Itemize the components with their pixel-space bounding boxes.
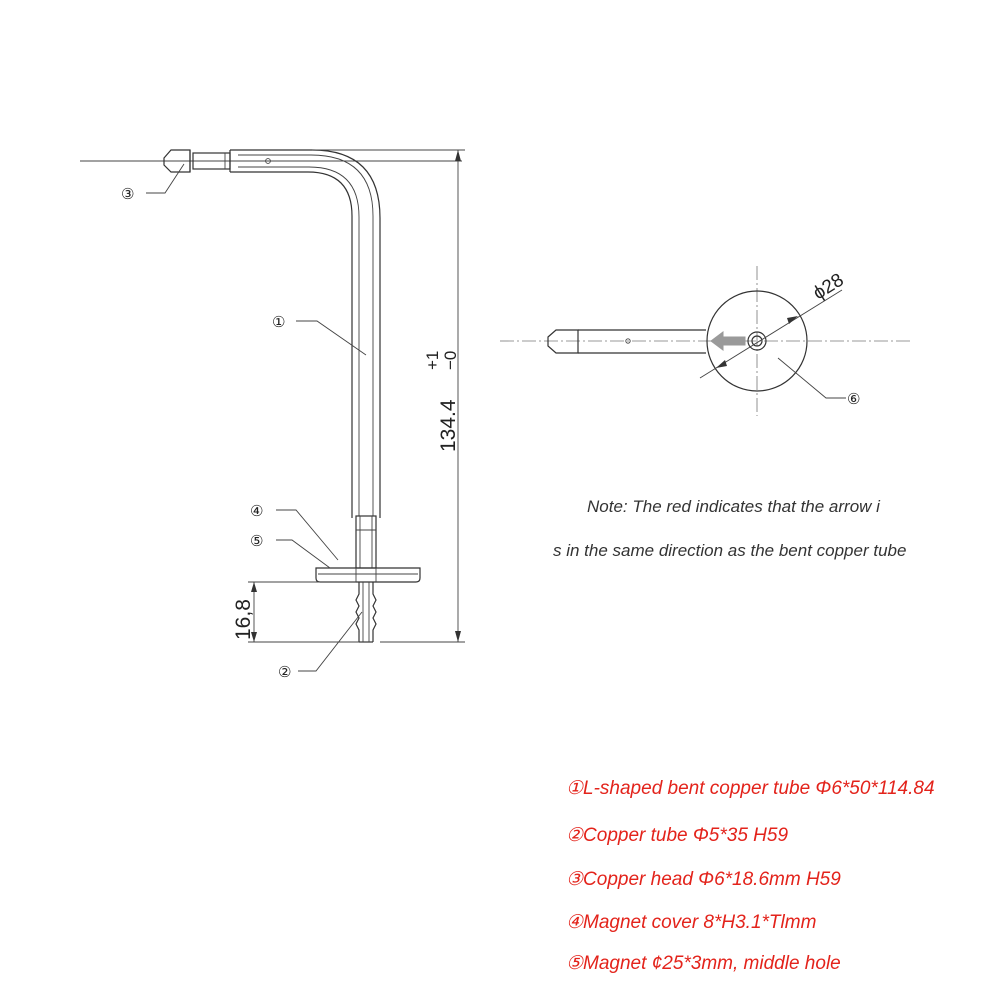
leader-5 [276,539,331,569]
leader-2 [298,611,363,672]
diameter-value: ϕ28 [810,270,848,305]
height-tolerance-plus: +1 [423,351,442,370]
legend-item-3: ③Copper head Φ6*18.6mm H59 [566,869,841,890]
leader-4 [276,509,339,561]
callout-3: ③ [121,185,134,203]
copper-head [163,149,231,173]
height-value: 134.4 [437,399,460,452]
top-view-tube [547,329,706,354]
callout-2: ② [278,663,291,681]
side-view: 134.4 +1 −0 16,8 ③ ① ④ ⑤ ② [80,149,465,681]
magnet-disc [315,567,421,583]
callout-1: ① [272,313,285,331]
base-height-dimension: 16,8 [232,581,359,643]
callout-4: ④ [250,502,263,520]
note-line-2: s in the same direction as the bent copp… [553,541,907,560]
leader-1 [296,320,367,356]
base-height-value: 16,8 [232,599,255,640]
magnet-cover [355,515,377,569]
height-dimension: 134.4 +1 −0 [312,149,465,643]
leader-6 [777,357,846,399]
lower-tube [355,582,377,643]
note-line-1: Note: The red indicates that the arrow i [587,497,880,516]
callout-5: ⑤ [250,532,263,550]
callout-6: ⑥ [847,390,860,408]
top-view: ϕ28 ⑥ [500,266,912,416]
height-tolerance-minus: −0 [441,351,460,370]
magnet-disc-outline [706,290,808,392]
legend-item-2: ②Copper tube Φ5*35 H59 [566,825,789,846]
legend-item-1: ①L-shaped bent copper tube Φ6*50*114.84 [566,778,935,799]
l-shaped-tube [230,149,381,518]
center-hole-inner [751,335,763,347]
direction-arrow-icon [710,331,746,351]
center-hole-outer [747,331,767,351]
legend-item-4: ④Magnet cover 8*H3.1*Tlmm [566,912,817,933]
leader-3 [146,163,185,194]
legend-item-5: ⑤Magnet ¢25*3mm, middle hole [566,953,841,974]
